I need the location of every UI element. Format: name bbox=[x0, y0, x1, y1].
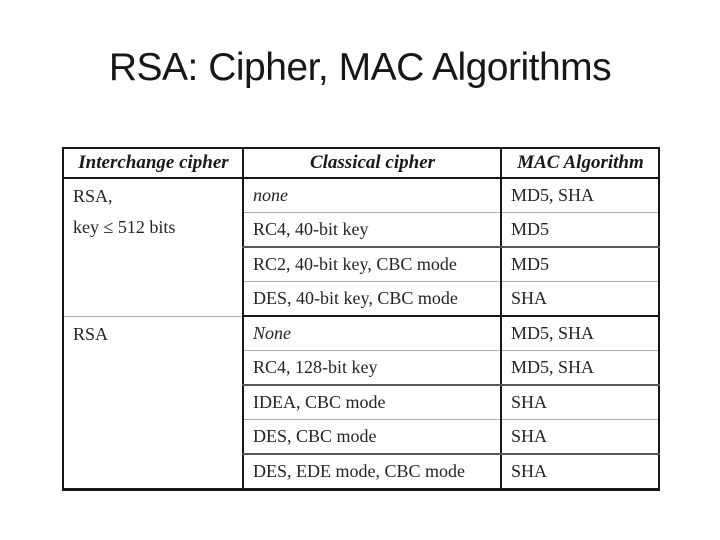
table-row: RSA None MD5, SHA bbox=[63, 316, 659, 490]
interchange-line: key ≤ 512 bits bbox=[73, 217, 176, 237]
cell-classical-cipher: DES, 40-bit key, CBC mode bbox=[242, 281, 501, 317]
cell-classical-cipher: none bbox=[242, 178, 501, 213]
cell-classical-cipher: DES, CBC mode bbox=[242, 419, 501, 455]
table-row: IDEA, CBC mode SHA bbox=[63, 385, 659, 420]
cipher-mac-table: Interchange cipher Classical cipher MAC … bbox=[62, 147, 660, 491]
table-row: RC4, 128-bit key MD5, SHA bbox=[63, 350, 659, 386]
table-row: RC2, 40-bit key, CBC mode MD5 bbox=[63, 247, 659, 282]
column-header-interchange-cipher: Interchange cipher bbox=[63, 148, 243, 179]
cell-interchange-cipher-group1: RSA, key ≤ 512 bits bbox=[63, 178, 243, 317]
cell-classical-cipher: RC4, 40-bit key bbox=[242, 212, 501, 248]
table-header-row: Interchange cipher Classical cipher MAC … bbox=[63, 148, 659, 179]
interchange-line: RSA, bbox=[73, 186, 113, 206]
table-row: RC4, 40-bit key MD5 bbox=[63, 212, 659, 248]
table-row: DES, EDE mode, CBC mode SHA bbox=[63, 454, 659, 490]
cipher-mac-table-container: Interchange cipher Classical cipher MAC … bbox=[62, 147, 660, 491]
slide-title: RSA: Cipher, MAC Algorithms bbox=[108, 46, 612, 89]
cell-mac-algorithm: MD5, SHA bbox=[500, 178, 659, 213]
cell-mac-algorithm: MD5 bbox=[500, 212, 659, 248]
cell-mac-algorithm: MD5, SHA bbox=[500, 350, 659, 386]
interchange-line: RSA bbox=[73, 323, 109, 344]
cell-mac-algorithm: SHA bbox=[500, 385, 659, 420]
table-row: DES, 40-bit key, CBC mode SHA bbox=[63, 281, 659, 317]
cell-classical-cipher: RC2, 40-bit key, CBC mode bbox=[242, 247, 501, 282]
column-header-mac-algorithm: MAC Algorithm bbox=[500, 148, 659, 179]
cell-classical-cipher: None bbox=[242, 316, 501, 351]
cell-mac-algorithm: SHA bbox=[500, 419, 659, 455]
table-row: RSA, key ≤ 512 bits none MD5, SHA bbox=[63, 178, 659, 317]
cell-classical-cipher: IDEA, CBC mode bbox=[242, 385, 501, 420]
cell-classical-cipher: DES, EDE mode, CBC mode bbox=[242, 454, 501, 490]
column-header-classical-cipher: Classical cipher bbox=[242, 148, 501, 179]
cell-interchange-cipher-group2: RSA bbox=[63, 316, 243, 490]
table-row: DES, CBC mode SHA bbox=[63, 419, 659, 455]
cell-mac-algorithm: SHA bbox=[500, 281, 659, 317]
cell-mac-algorithm: MD5, SHA bbox=[500, 316, 659, 351]
cell-mac-algorithm: MD5 bbox=[500, 247, 659, 282]
cell-classical-cipher: RC4, 128-bit key bbox=[242, 350, 501, 386]
cell-mac-algorithm: SHA bbox=[500, 454, 659, 490]
